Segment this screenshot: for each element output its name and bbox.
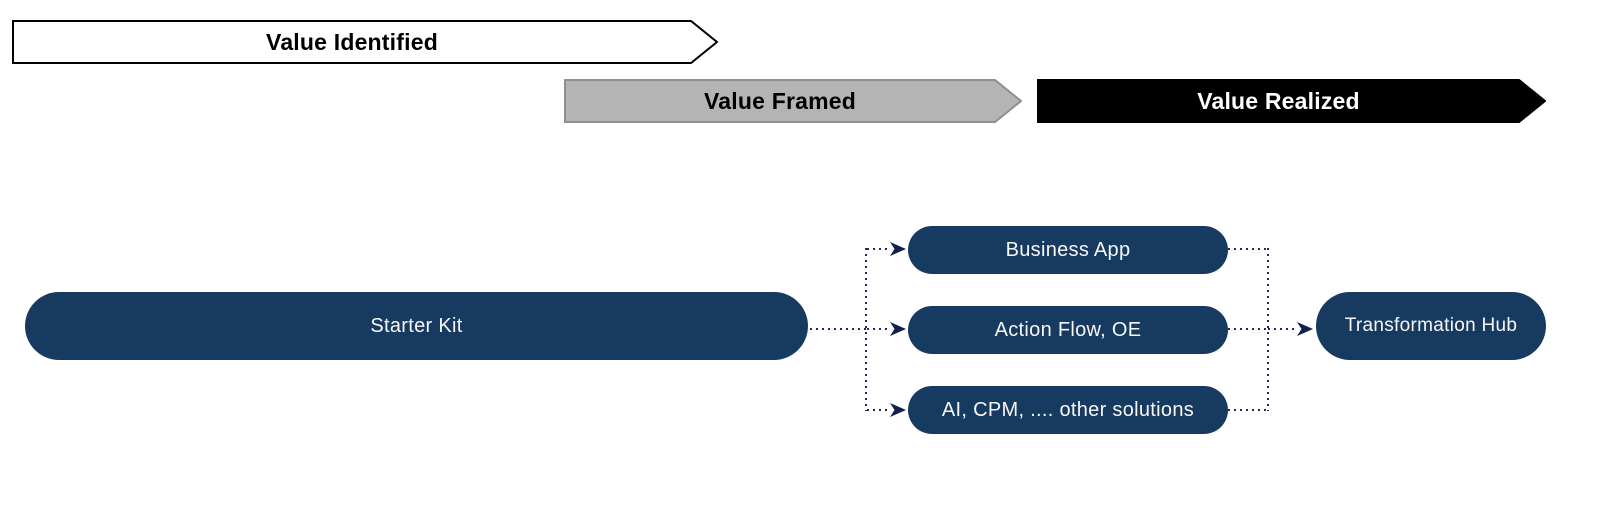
node-ai-cpm-other-solutions-label: AI, CPM, .... other solutions: [941, 398, 1195, 421]
chevron-banner-shape: [12, 20, 718, 64]
connector-branch-to-ai-cpm: [867, 409, 891, 411]
node-transformation-hub: Transformation Hub: [1316, 292, 1546, 360]
connector-starter-to-branch: [810, 328, 866, 330]
node-action-flow-oe: Action Flow, OE: [908, 306, 1228, 354]
node-action-flow-oe-label: Action Flow, OE: [994, 318, 1142, 341]
node-transformation-hub-label: Transformation Hub: [1344, 315, 1518, 336]
node-starter-kit: Starter Kit: [25, 292, 808, 360]
connector-branch-to-business-app: [867, 248, 891, 250]
connector-branch-to-action-flow: [867, 328, 891, 330]
node-business-app: Business App: [908, 226, 1228, 274]
stage-banner-value-framed: Value Framed: [564, 79, 1022, 123]
node-ai-cpm-other-solutions: AI, CPM, .... other solutions: [908, 386, 1228, 434]
arrowhead-icon: [890, 322, 906, 336]
chevron-banner-shape: [1037, 79, 1546, 123]
connector-left-branch-vertical: [865, 248, 867, 411]
stage-banner-value-identified: Value Identified: [12, 20, 718, 64]
arrowhead-icon: [890, 403, 906, 417]
arrowhead-icon: [1297, 322, 1313, 336]
connector-merge-to-hub: [1268, 328, 1298, 330]
stage-label-value-framed: Value Framed: [704, 88, 856, 114]
node-business-app-label: Business App: [1005, 238, 1131, 261]
connector-action-flow-to-merge: [1228, 328, 1268, 330]
stage-banner-value-realized: Value Realized: [1037, 79, 1546, 123]
stage-label-value-realized: Value Realized: [1197, 88, 1360, 114]
stage-label-value-identified: Value Identified: [266, 29, 438, 55]
node-starter-kit-label: Starter Kit: [370, 314, 463, 337]
connector-ai-cpm-to-merge: [1228, 409, 1268, 411]
connector-business-app-to-merge: [1228, 248, 1268, 250]
chevron-banner-shape: [564, 79, 1022, 123]
arrowhead-icon: [890, 242, 906, 256]
